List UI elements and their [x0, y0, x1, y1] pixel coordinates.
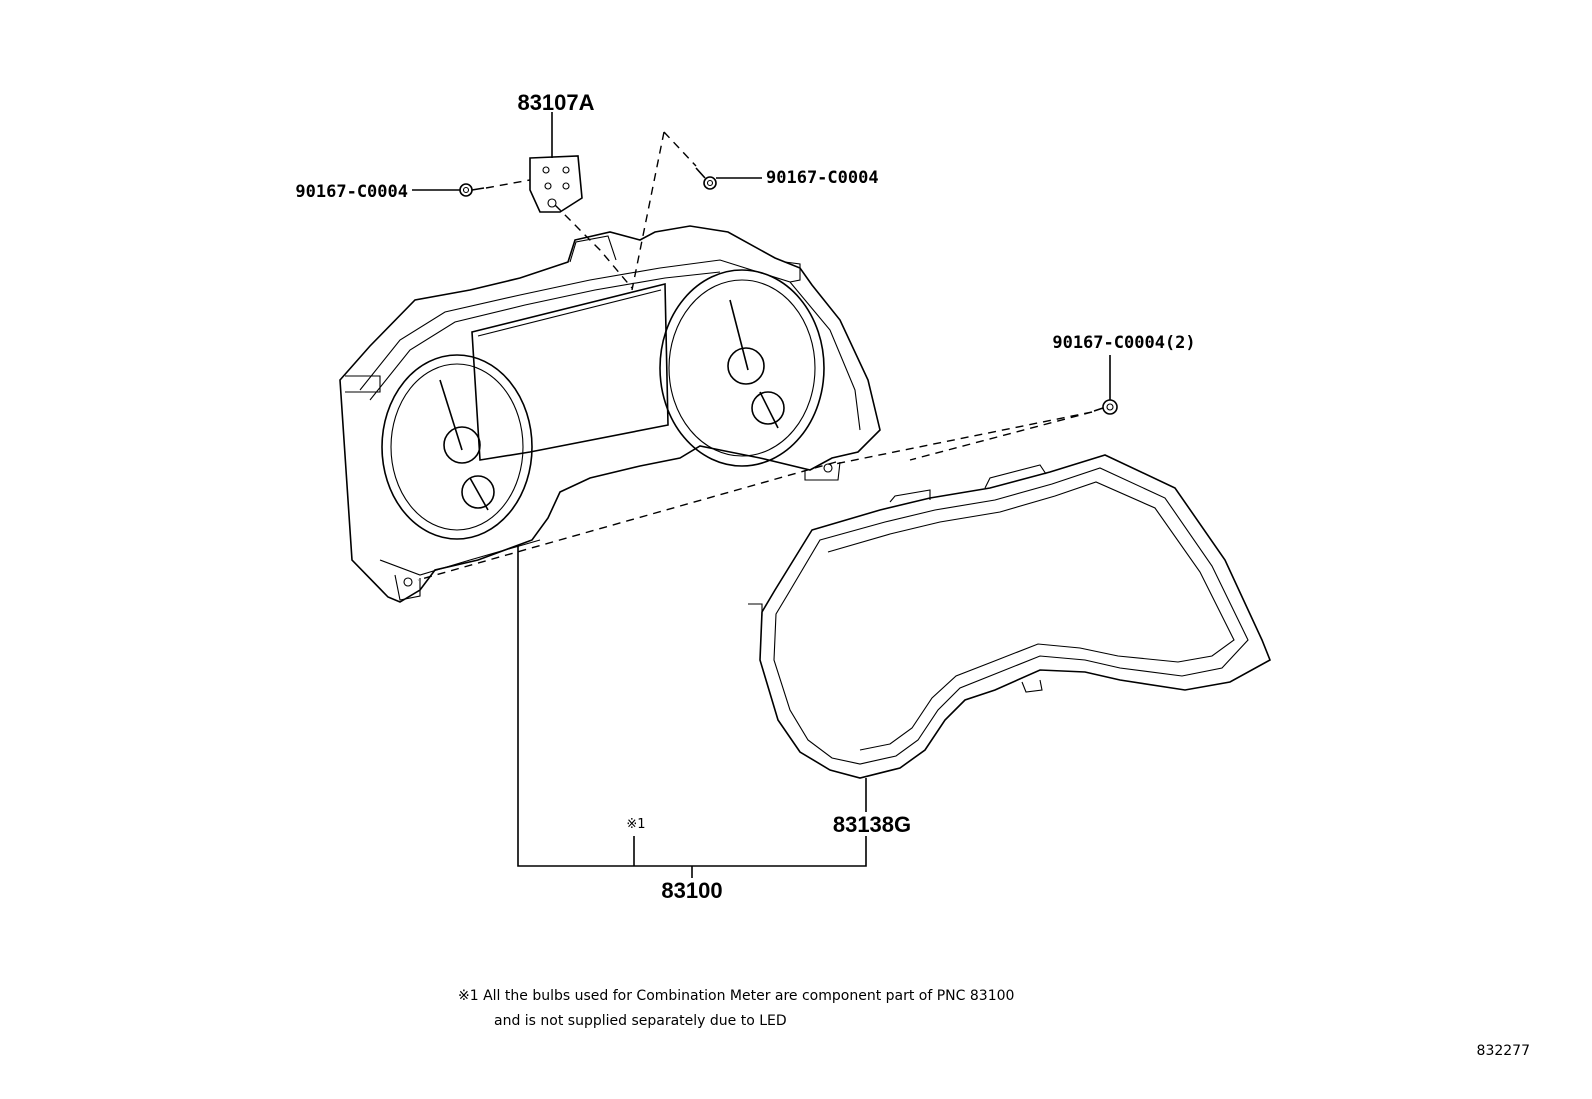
combination-meter-body [339, 225, 881, 603]
screw-right [1093, 399, 1118, 415]
footnote-line-1: ※1 All the bulbs used for Combination Me… [458, 988, 1014, 1004]
assembly-lines [417, 131, 1093, 581]
label-bracket: 83107A [517, 90, 594, 115]
label-screw-top: 90167-C0004 [766, 168, 879, 188]
leader-lines [412, 112, 1111, 878]
screw-left [459, 183, 485, 197]
meter-lens-83138g [748, 454, 1272, 779]
illustration-number: 832277 [1477, 1043, 1530, 1059]
label-screw-left: 90167-C0004 [295, 182, 408, 202]
screw-top [695, 167, 717, 190]
footnote-line-2: and is not supplied separately due to LE… [494, 1013, 787, 1029]
label-screw-right: 90167-C0004(2) [1052, 333, 1195, 353]
label-lens: 83138G [833, 812, 911, 837]
label-meter-assembly: 83100 [661, 878, 722, 903]
bracket-83107a [529, 155, 583, 213]
label-note-marker: ※1 [626, 817, 645, 832]
